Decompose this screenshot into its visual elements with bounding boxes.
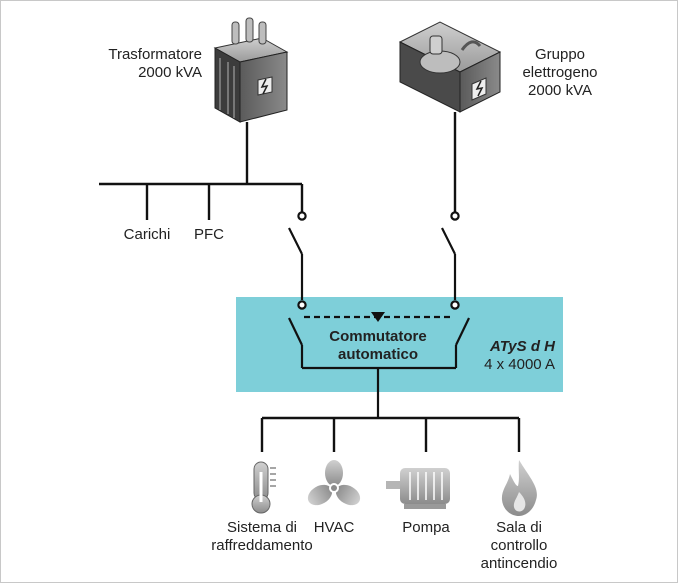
branch-loads-label: Carichi xyxy=(123,226,171,243)
output-label-pump: Pompa xyxy=(386,519,466,537)
generator-icon xyxy=(398,21,502,113)
transformer-label-line1: Trasformatore xyxy=(108,46,202,63)
output-cooling-line1: Sistema di xyxy=(226,519,298,536)
interlock-arrow xyxy=(371,312,385,322)
thermometer-icon xyxy=(251,461,276,514)
ats-title-line2: automatico xyxy=(337,346,418,363)
output-pump-line1: Pompa xyxy=(402,519,450,536)
transformer-label-line2: 2000 kVA xyxy=(138,64,202,81)
flame-icon xyxy=(501,460,537,516)
fan-icon xyxy=(307,460,361,506)
motor-pump-icon xyxy=(386,468,450,509)
output-hvac-line1: HVAC xyxy=(313,519,355,536)
output-label-fire-control: Sala di controllo antincendio xyxy=(474,519,564,573)
output-label-hvac: HVAC xyxy=(299,519,369,537)
ats-rating: 4 x 4000 A xyxy=(484,356,555,373)
generator-label: Gruppo elettrogeno 2000 kVA xyxy=(505,46,615,100)
ats-title-line1: Commutatore xyxy=(329,328,427,345)
generator-label-line1: Gruppo xyxy=(534,46,586,63)
ats-title: Commutatore automatico xyxy=(318,328,438,364)
output-label-cooling: Sistema di raffreddamento xyxy=(196,519,328,555)
ats-model: ATyS d H xyxy=(489,338,555,355)
output-fire-line3: antincendio xyxy=(480,555,558,572)
switch-generator xyxy=(441,211,460,310)
generator-label-line2: elettrogeno xyxy=(522,64,598,81)
output-bus xyxy=(260,416,521,452)
ats-model-block: ATyS d H 4 x 4000 A xyxy=(440,338,555,374)
output-fire-line2: controllo xyxy=(490,537,548,554)
generator-label-line3: 2000 kVA xyxy=(528,82,592,99)
switch-transformer xyxy=(288,211,307,310)
transformer-label: Trasformatore 2000 kVA xyxy=(60,46,202,82)
transformer-icon xyxy=(213,17,289,123)
busbar-lines xyxy=(99,112,457,220)
ats-box xyxy=(236,297,563,392)
output-cooling-line2: raffreddamento xyxy=(211,537,313,554)
output-fire-line1: Sala di xyxy=(496,519,542,536)
branch-pfc-label: PFC xyxy=(194,226,224,243)
